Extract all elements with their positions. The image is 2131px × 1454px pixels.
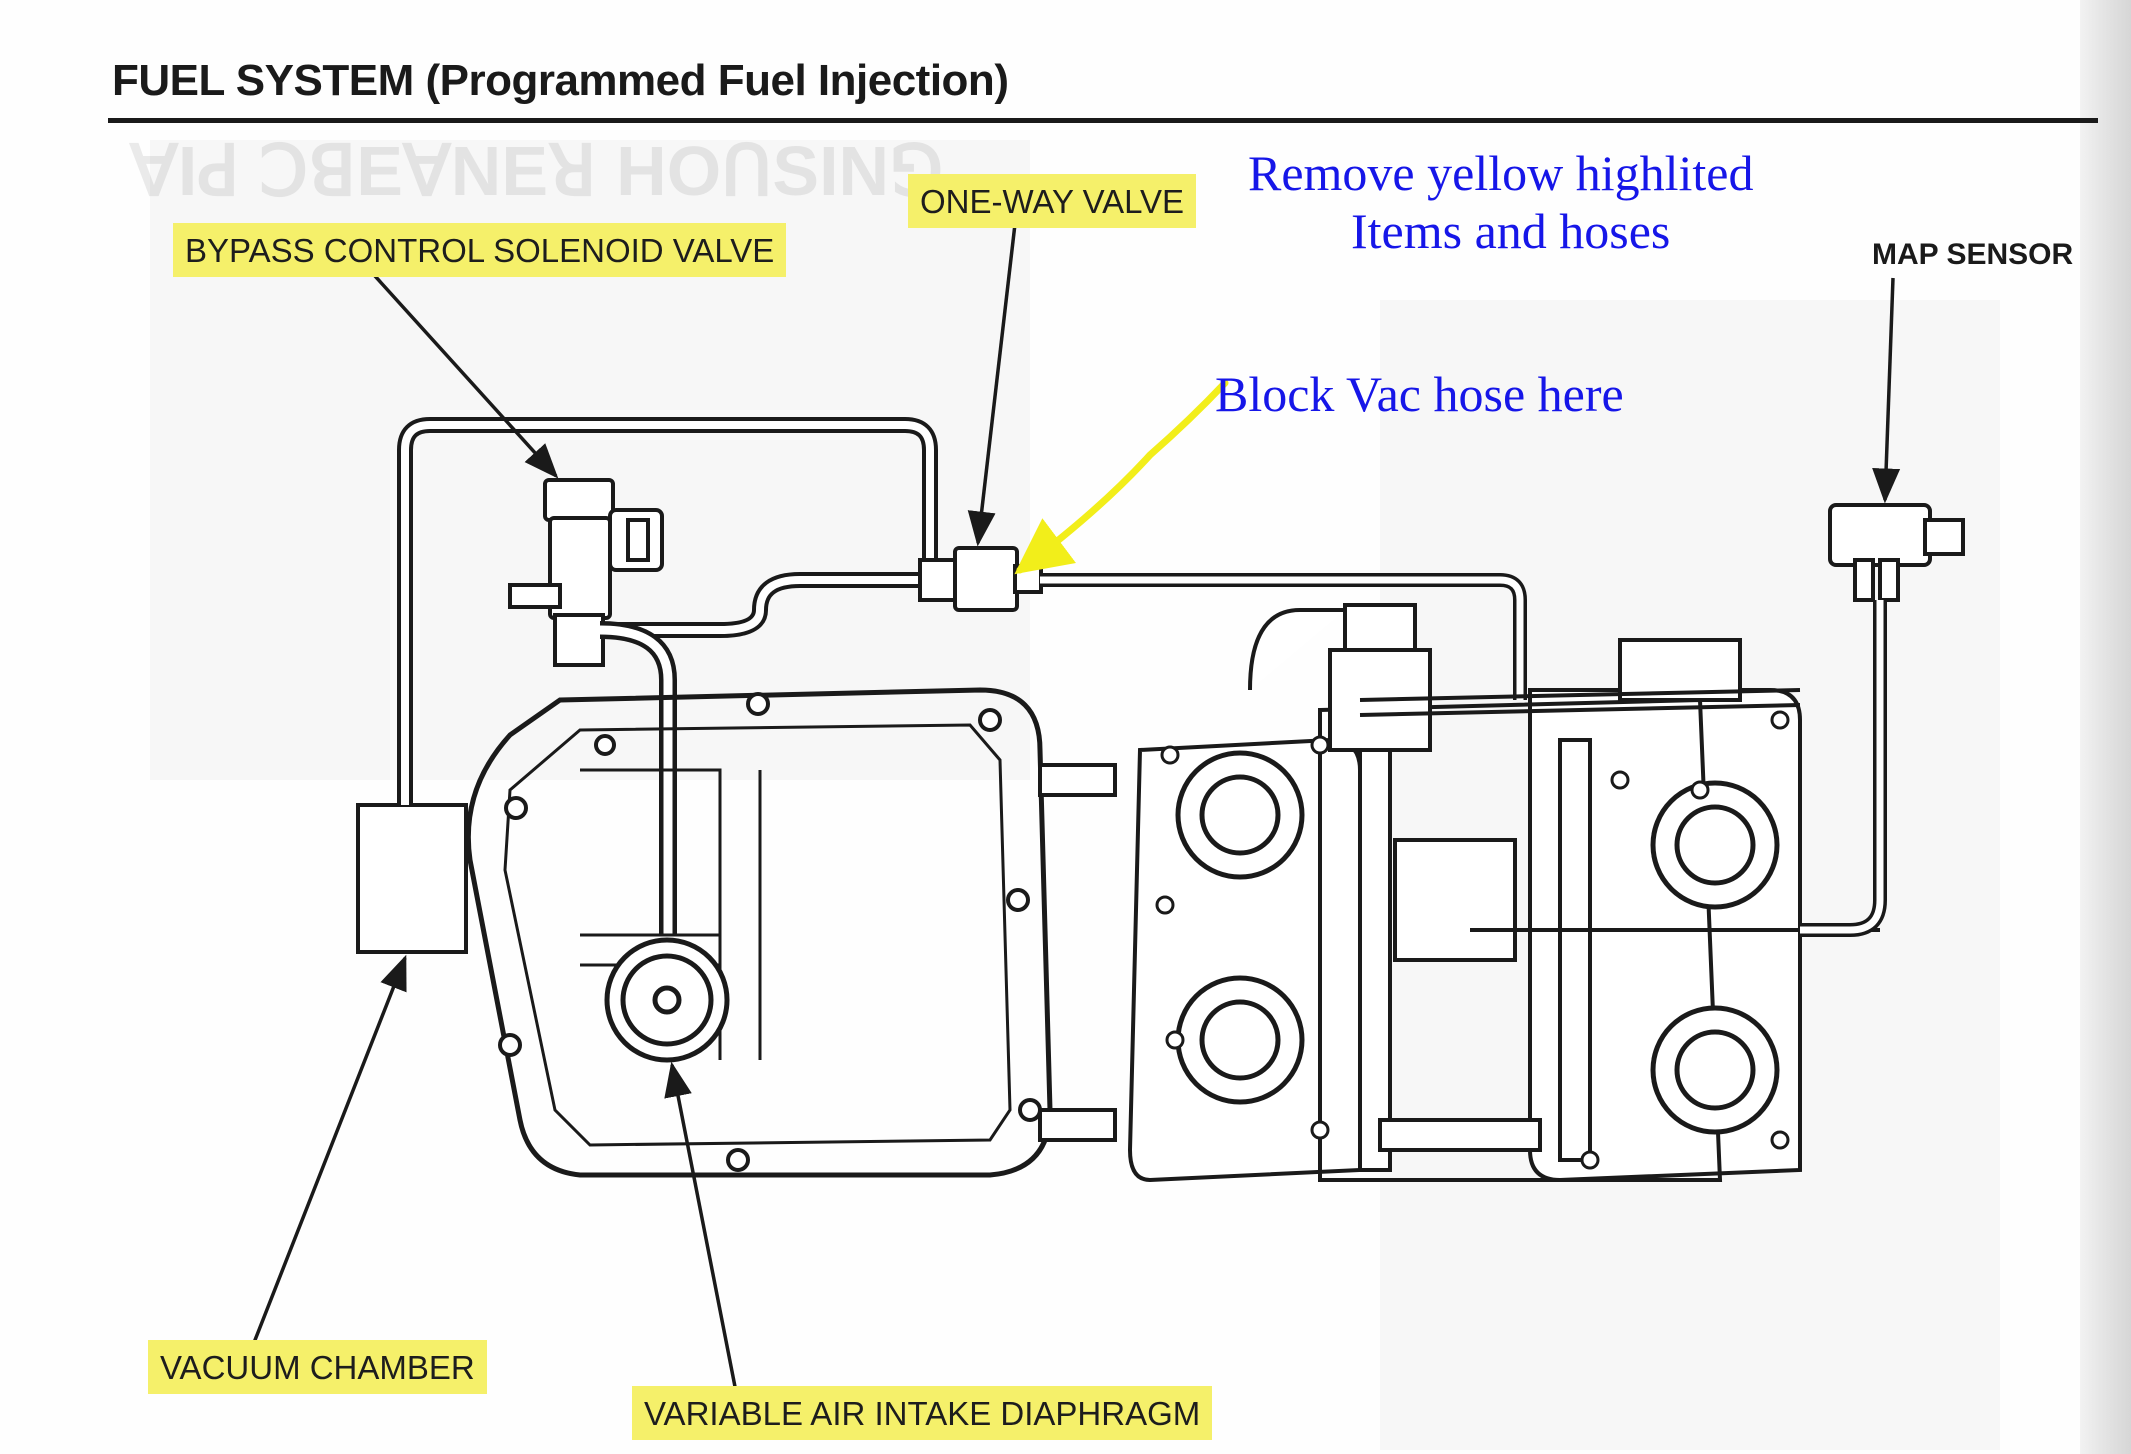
leader-map-sensor: [1872, 277, 1901, 504]
label-variable-air-intake-diaphragm: VARIABLE AIR INTAKE DIAPHRAGM: [632, 1386, 1213, 1441]
annotation-remove-line1: Remove yellow highlited: [1248, 145, 1754, 201]
map-sensor: [1828, 503, 1965, 602]
leader-vacuum-chamber: [244, 954, 407, 1364]
diaphragm-hose: [599, 621, 677, 935]
map-sensor-hose: [1800, 600, 1887, 937]
bypass-solenoid-valve: [508, 478, 664, 667]
label-one-way-valve: ONE-WAY VALVE: [908, 174, 1197, 229]
page-title: FUEL SYSTEM (Programmed Fuel Injection): [112, 56, 1009, 105]
housing-bolts: [498, 692, 1042, 1172]
leader-bypass-solenoid: [363, 263, 559, 479]
leader-diaphragm: [664, 1061, 740, 1403]
throttle-bores: [1175, 750, 1780, 1135]
label-map-sensor: MAP SENSOR: [1872, 238, 2074, 271]
label-bypass-control-solenoid-valve: BYPASS CONTROL SOLENOID VALVE: [173, 223, 787, 278]
title-rule: [108, 118, 2098, 123]
label-vacuum-chamber: VACUUM CHAMBER: [148, 1340, 487, 1395]
one-way-valve: [918, 546, 1043, 612]
air-cleaner-housing: [465, 687, 1053, 1178]
bleed-through-heading: ꓯIꓒ ꓛꓭEꓯNEꓤ HOꓵSINꓨ: [130, 132, 944, 210]
variable-air-intake-diaphragm: [604, 937, 730, 1063]
leader-one-way-valve: [967, 223, 1017, 547]
block-hose-arrow: [1014, 379, 1229, 575]
scan-edge: [2080, 0, 2131, 1454]
vacuum-chamber-box: [356, 803, 468, 954]
annotation-remove-line2: Items and hoses: [1351, 203, 1671, 259]
annotation-block-hose: Block Vac hose here: [1215, 366, 1624, 422]
manifold-bolts: [1155, 710, 1790, 1170]
